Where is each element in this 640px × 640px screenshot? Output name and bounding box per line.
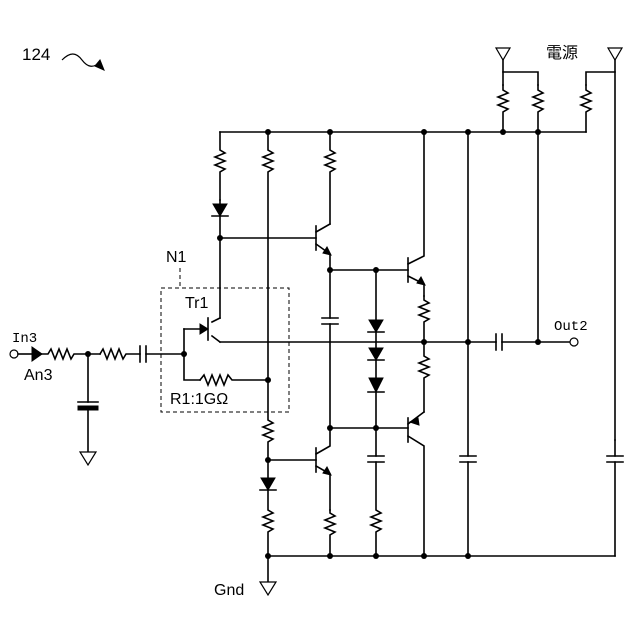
- junction: [535, 129, 541, 135]
- diode-string-3-bar: [368, 392, 384, 456]
- supply-wire-right: [586, 60, 615, 85]
- ground-symbol: [260, 582, 276, 595]
- figure-number: 124: [22, 45, 50, 64]
- junction: [421, 553, 427, 559]
- upper-output-emitter-arrow: [417, 277, 425, 285]
- input-resistor-1: [42, 349, 100, 359]
- output-terminal[interactable]: [570, 338, 578, 346]
- resistor-label: R1:1GΩ: [170, 391, 228, 408]
- coupling-capacitor-mid: [322, 318, 338, 324]
- bottom-resistor-mid: [325, 510, 335, 556]
- power-terminal-right: [608, 48, 622, 60]
- lower-driver-emitter-arrow: [323, 467, 331, 475]
- upper-driver-collector-resistor: [325, 132, 335, 224]
- output-coupling-capacitor: [496, 334, 502, 350]
- lower-bias-resistor: [263, 380, 273, 460]
- diode-string-2-bar: [368, 360, 384, 378]
- output-terminal-label: Out2: [554, 319, 588, 335]
- junction: [535, 339, 541, 345]
- power-terminal-left: [496, 48, 510, 60]
- upper-driver-emitter-arrow: [323, 247, 331, 255]
- lower-output-transistor: [408, 412, 424, 556]
- input-terminal[interactable]: [10, 350, 18, 358]
- emitter-resistor-upper: [419, 296, 429, 342]
- supply-resistor-3: [581, 85, 591, 132]
- junction: [500, 129, 506, 135]
- figure-leader-line: [62, 54, 100, 66]
- input-resistor-2: [100, 349, 140, 359]
- junction: [327, 553, 333, 559]
- upper-output-transistor: [408, 132, 424, 296]
- input-terminal-label: In3: [12, 331, 37, 347]
- node-label: N1: [166, 249, 187, 266]
- diode-string-1-bar: [368, 332, 384, 348]
- supply-resistor-2: [533, 85, 543, 342]
- junction: [265, 553, 271, 559]
- input-arrow: [32, 347, 42, 361]
- figure-leader-arrowhead: [95, 60, 104, 70]
- power-label: 電源: [546, 44, 578, 62]
- junction: [373, 553, 379, 559]
- decoupling-capacitor-right: [607, 456, 623, 462]
- input-name-label: An3: [24, 367, 53, 384]
- tr1-arrow: [200, 324, 208, 334]
- emitter-resistor-lower: [419, 342, 429, 412]
- ground-label: Gnd: [214, 582, 244, 599]
- tr1-body: [212, 318, 220, 342]
- transistor-label: Tr1: [185, 295, 209, 312]
- r1-resistor: [200, 375, 268, 385]
- diode-string-1: [369, 320, 383, 332]
- bottom-resistor-left: [263, 490, 273, 556]
- bias-diode-bottom: [261, 478, 275, 490]
- diode-string-capacitor: [368, 456, 384, 462]
- bias-resistor-top: [215, 132, 225, 200]
- r1-wire-left: [184, 354, 200, 380]
- supply-resistor-1: [498, 85, 508, 132]
- bottom-resistor-right: [371, 462, 381, 556]
- bias-diode-top: [213, 204, 227, 216]
- junction: [373, 425, 379, 431]
- decoupling-capacitor-left: [460, 456, 476, 462]
- diode-string-3: [369, 378, 383, 392]
- junction: [465, 553, 471, 559]
- diode-string-2: [369, 348, 383, 360]
- supply-wire-left: [503, 60, 538, 85]
- upper-driver-transistor: [316, 224, 330, 270]
- input-coupling-capacitor: [140, 346, 146, 362]
- input-ground-symbol: [80, 452, 96, 465]
